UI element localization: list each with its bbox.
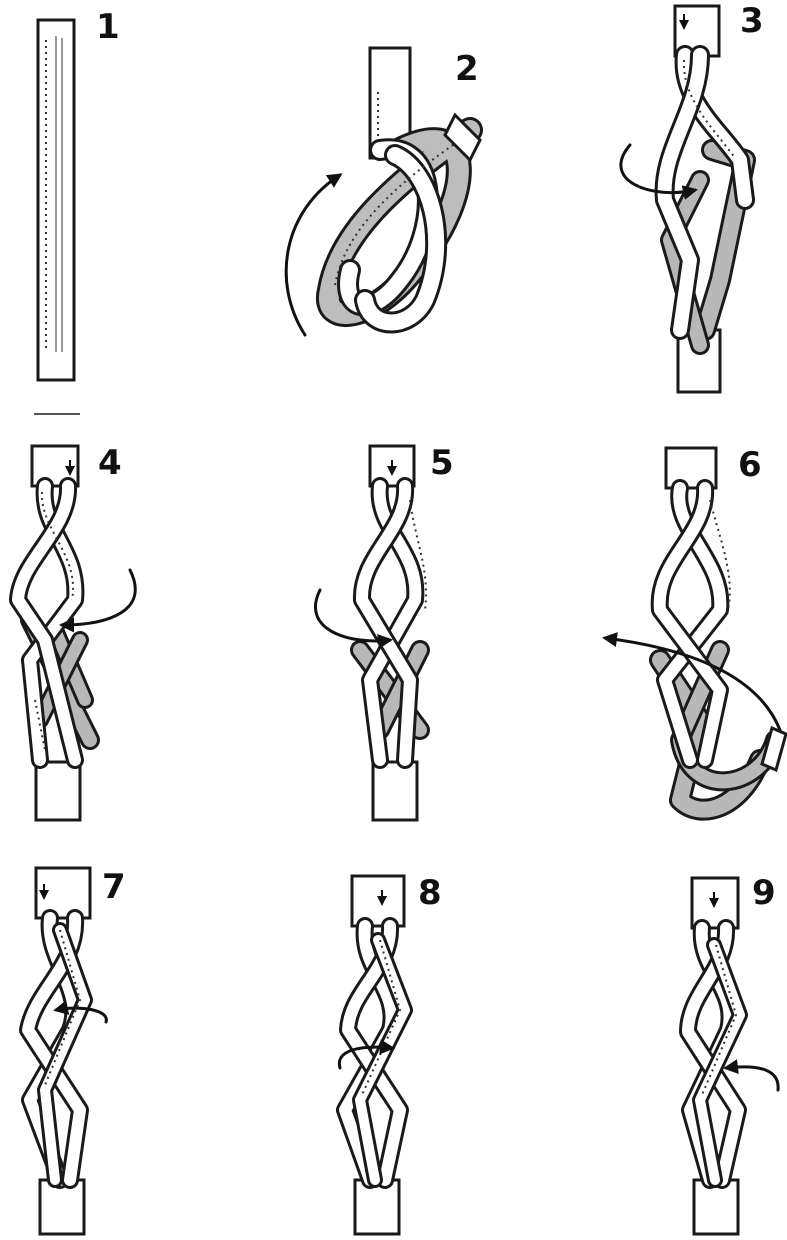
step-6-panel: 6 bbox=[605, 445, 786, 810]
step-1-leather-strip bbox=[38, 20, 74, 380]
step-2-looped-strands bbox=[329, 115, 480, 323]
step-8-panel: 8 bbox=[339, 873, 441, 1234]
step-1-number: 1 bbox=[96, 7, 120, 47]
step-5-panel: 5 bbox=[315, 443, 453, 820]
step-5-number: 5 bbox=[430, 443, 454, 483]
step-2-panel: 2 bbox=[286, 48, 480, 335]
step-7-panel: 7 bbox=[28, 867, 126, 1234]
step-9-panel: 9 bbox=[688, 873, 778, 1234]
step-6-number: 6 bbox=[738, 445, 762, 485]
step-1-panel: 1 bbox=[34, 7, 120, 414]
step-8-number: 8 bbox=[418, 873, 442, 913]
step-9-number: 9 bbox=[752, 873, 776, 913]
step-8-braid bbox=[345, 926, 405, 1180]
step-6-braid bbox=[660, 488, 786, 810]
step-4-number: 4 bbox=[98, 443, 122, 483]
step-9-move-arrow bbox=[726, 1067, 778, 1090]
step-3-panel: 3 bbox=[621, 1, 764, 392]
step-9-braid bbox=[688, 928, 740, 1180]
step-3-braid bbox=[665, 55, 745, 345]
step-4-panel: 4 bbox=[18, 443, 135, 820]
step-7-number: 7 bbox=[102, 867, 126, 907]
step-5-braid bbox=[360, 486, 426, 760]
step-7-braid bbox=[28, 918, 85, 1180]
step-2-number: 2 bbox=[455, 49, 479, 89]
step-3-number: 3 bbox=[740, 1, 764, 41]
